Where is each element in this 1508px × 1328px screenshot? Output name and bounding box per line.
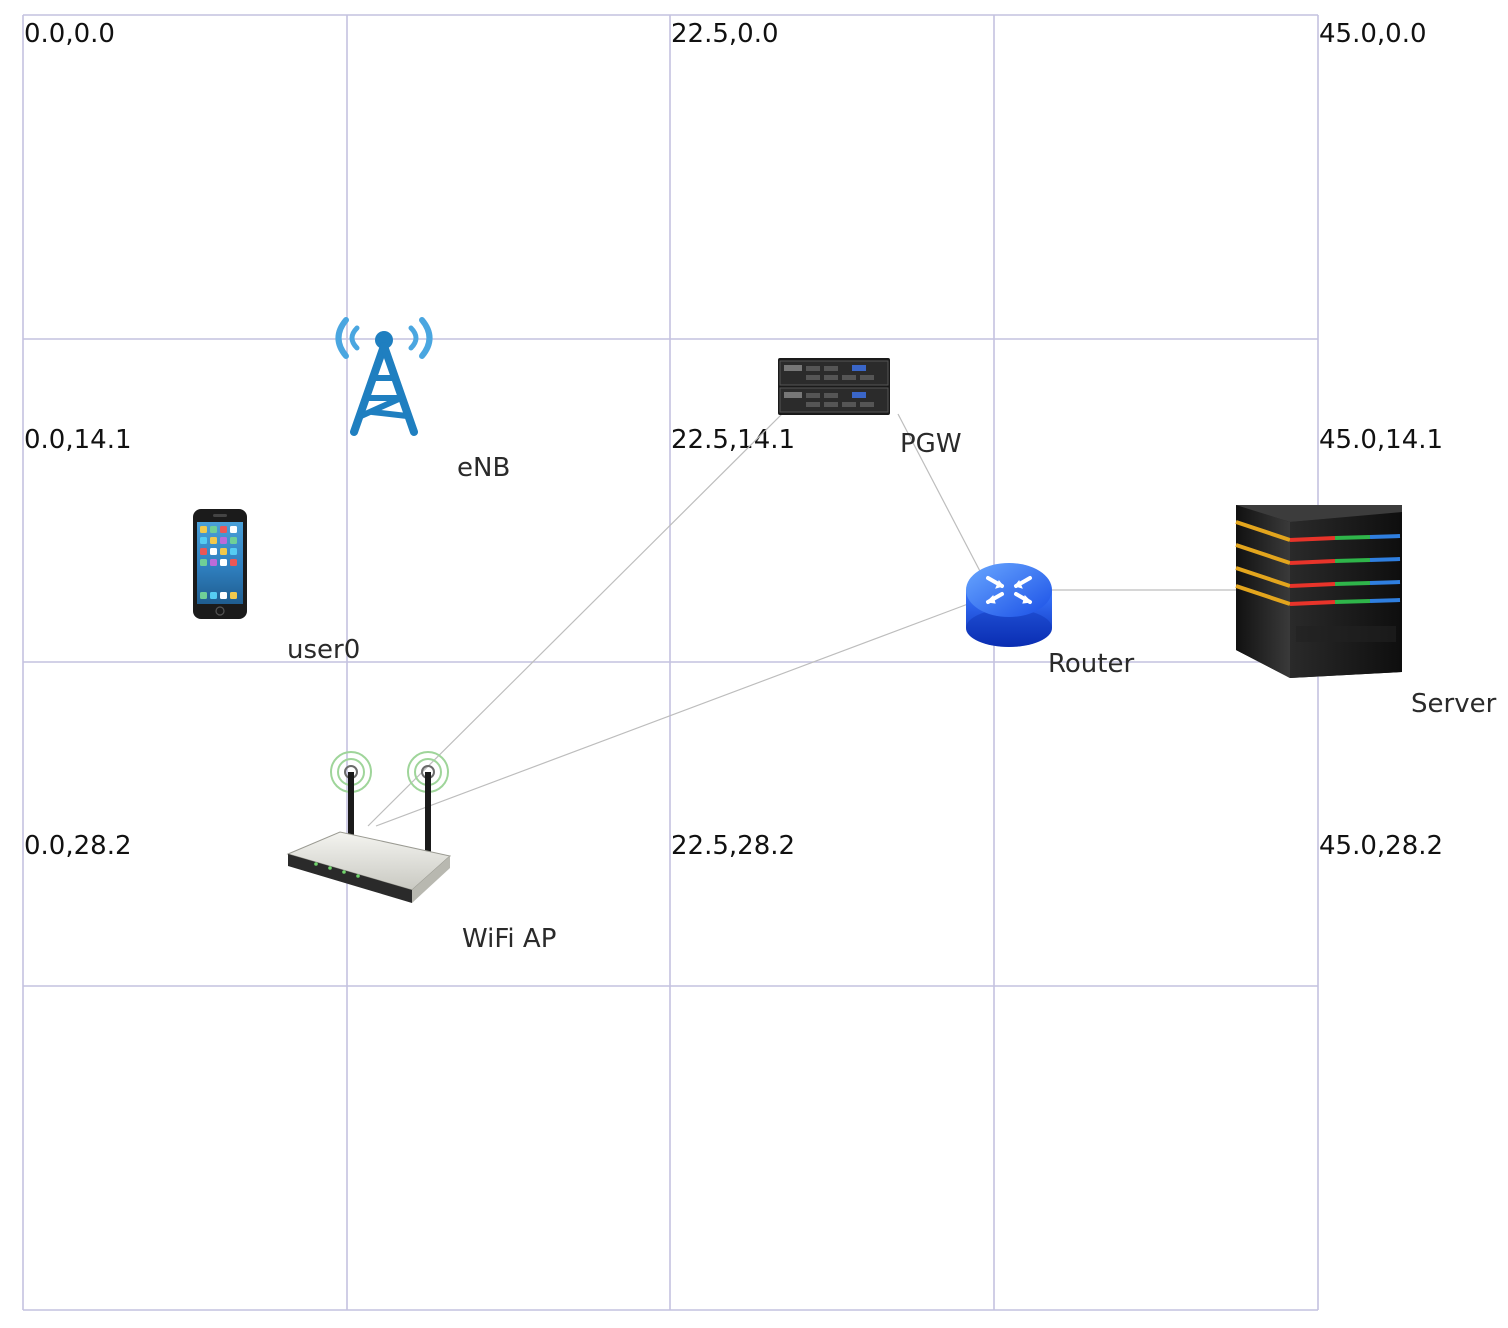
coord-label: 45.0,14.1	[1319, 425, 1443, 455]
coord-label: 0.0,0.0	[24, 19, 115, 49]
user0-label: user0	[287, 635, 360, 665]
coord-label: 22.5,0.0	[671, 19, 779, 49]
cell-tower-icon	[335, 317, 433, 436]
wifi-router-icon	[286, 751, 452, 903]
node-pgw[interactable]: PGW	[778, 358, 962, 459]
coord-label: 0.0,14.1	[24, 425, 132, 455]
enb-label: eNB	[457, 453, 510, 483]
coord-label: 45.0,28.2	[1319, 831, 1443, 861]
node-wifi-ap[interactable]: WiFi AP	[286, 751, 556, 954]
smartphone-icon	[193, 509, 247, 619]
coord-label: 45.0,0.0	[1319, 19, 1427, 49]
wifi-ap-label: WiFi AP	[462, 924, 556, 954]
node-enb[interactable]: eNB	[335, 317, 511, 483]
rack-server-icon	[778, 358, 890, 415]
coord-label: 22.5,14.1	[671, 425, 795, 455]
link-pgw-wifi-ap[interactable]	[367, 413, 783, 827]
coordinate-labels: 0.0,0.0 22.5,0.0 45.0,0.0 0.0,14.1 22.5,…	[24, 19, 1443, 861]
node-user0[interactable]: user0	[193, 509, 360, 665]
router-label: Router	[1048, 649, 1134, 679]
server-tower-icon	[1235, 505, 1402, 678]
server-label: Server	[1411, 689, 1497, 719]
link-router-wifi-ap[interactable]	[375, 603, 969, 827]
pgw-label: PGW	[900, 429, 962, 459]
node-server[interactable]: Server	[1235, 505, 1497, 719]
coord-label: 22.5,28.2	[671, 831, 795, 861]
links	[367, 413, 1236, 827]
node-router[interactable]: Router	[966, 563, 1134, 679]
router-icon	[966, 563, 1052, 647]
link-pgw-router[interactable]	[897, 413, 983, 576]
coord-label: 0.0,28.2	[24, 831, 132, 861]
